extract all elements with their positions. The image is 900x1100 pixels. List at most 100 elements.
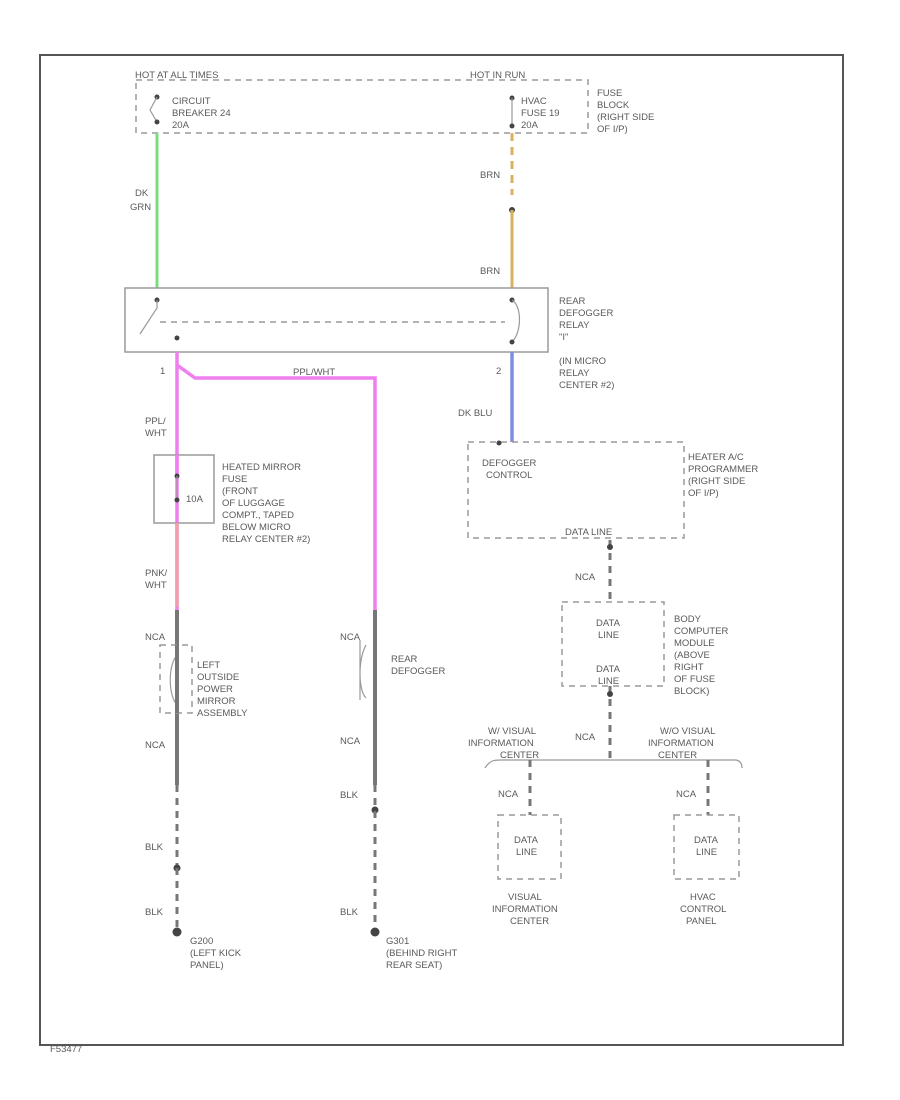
- mirror-label-3: POWER: [197, 684, 233, 695]
- ppl-wht-label-h: PPL/WHT: [293, 367, 335, 378]
- programmer-data-line: DATA LINE: [565, 527, 612, 538]
- bcm-label-2: COMPUTER: [674, 626, 729, 637]
- relay-switch-contact: [174, 335, 180, 341]
- relay-pin-1: 1: [160, 366, 165, 377]
- breaker-symbol: [149, 96, 158, 123]
- bcm-label-3: MODULE: [674, 638, 715, 649]
- rear-defogger-grid: [359, 640, 367, 700]
- relay-label-3: RELAY: [559, 320, 590, 331]
- brn-label-2: BRN: [480, 266, 500, 277]
- ppl-wht-wire: [175, 352, 377, 610]
- mirror-label-4: MIRROR: [197, 696, 236, 707]
- hvac-fuse-label-1: HVAC: [521, 96, 547, 107]
- data-line-dot-2: [607, 691, 613, 697]
- hvac-label-1: HVAC: [690, 892, 716, 903]
- right-blk-label-2: BLK: [340, 907, 359, 918]
- mirror-fuse-terminal-bottom: [174, 497, 180, 503]
- bcm-label-5: RIGHT: [674, 662, 704, 673]
- mirror-label-1: LEFT: [197, 660, 220, 671]
- vic-nca: NCA: [498, 789, 519, 800]
- g301-label-3: REAR SEAT): [386, 960, 442, 971]
- g301-label-2: (BEHIND RIGHT: [386, 948, 457, 959]
- bcm-label-1: BODY: [674, 614, 702, 625]
- dk-grn-label-2: GRN: [130, 202, 151, 213]
- defogger-nca-1: NCA: [340, 632, 361, 643]
- mirror-fuse-label-6: BELOW MICRO: [222, 522, 291, 533]
- mirror-fuse-label-5: COMPT., TAPED: [222, 510, 294, 521]
- right-blk-connector: [371, 806, 379, 814]
- mirror-fuse-amp: 10A: [186, 494, 204, 505]
- with-vic-label-3: CENTER: [500, 750, 539, 761]
- hvac-fuse-label-3: 20A: [521, 120, 539, 131]
- bcm-data-line-2b: LINE: [598, 676, 619, 687]
- hot-in-run-label: HOT IN RUN: [470, 70, 525, 81]
- rear-defogger-label-2: DEFOGGER: [391, 666, 446, 677]
- ppl-wht-label-v1: PPL/: [145, 416, 166, 427]
- vic-label-2: INFORMATION: [492, 904, 558, 915]
- vic-label-1: VISUAL: [508, 892, 542, 903]
- data-line-nca-1: NCA: [575, 572, 596, 583]
- pnk-wht-label-1: PNK/: [145, 568, 168, 579]
- hot-at-all-times-label: HOT AT ALL TIMES: [135, 70, 218, 81]
- bcm-label-7: BLOCK): [674, 686, 709, 697]
- hvac-fuse-label-2: FUSE 19: [521, 108, 560, 119]
- g200-ground: [172, 927, 182, 937]
- vic-data-line-1: DATA: [514, 835, 539, 846]
- mirror-label-5: ASSEMBLY: [197, 708, 248, 719]
- hvac-control-panel-box: [673, 814, 740, 880]
- defogger-nca-2: NCA: [340, 736, 361, 747]
- pnk-wht-label-2: WHT: [145, 580, 167, 591]
- relay-pin-2: 2: [496, 366, 501, 377]
- dk-blu-label: DK BLU: [458, 408, 492, 419]
- bcm-data-line-2a: DATA: [596, 664, 621, 675]
- hvac-nca: NCA: [676, 789, 697, 800]
- g301-ground: [370, 927, 380, 937]
- heater-ac-programmer-box: [467, 441, 685, 539]
- bcm-label-4: (ABOVE: [674, 650, 710, 661]
- fuse-block-label-3: (RIGHT SIDE: [597, 112, 654, 123]
- relay-label-5: (IN MICRO: [559, 356, 606, 367]
- bcm-label-6: OF FUSE: [674, 674, 715, 685]
- g200-label-1: G200: [190, 936, 213, 947]
- brn-label-1: BRN: [480, 170, 500, 181]
- left-blk-label-2: BLK: [145, 907, 164, 918]
- mirror-fuse-label-3: (FRONT: [222, 486, 258, 497]
- ppl-wht-label-v2: WHT: [145, 428, 167, 439]
- hvac-fuse-terminal-bottom: [509, 123, 515, 129]
- relay-switch-blade: [139, 300, 158, 335]
- diagram-frame: [39, 54, 844, 1046]
- mirror-nca-1: NCA: [145, 632, 166, 643]
- dk-grn-label-1: DK: [135, 188, 149, 199]
- mirror-fuse-label-4: OF LUGGAGE: [222, 498, 285, 509]
- relay-label-2: DEFOGGER: [559, 308, 614, 319]
- fuse-block-label-1: FUSE: [597, 88, 622, 99]
- right-blk-label-1: BLK: [340, 790, 359, 801]
- body-computer-module-box: [561, 601, 665, 687]
- option-split-line: [484, 759, 743, 769]
- programmer-label-3: (RIGHT SIDE: [688, 476, 745, 487]
- without-vic-label-3: CENTER: [658, 750, 697, 761]
- fuse-block-label-4: OF I/P): [597, 124, 628, 135]
- rear-defogger-relay-box: [124, 287, 549, 353]
- with-vic-label-1: W/ VISUAL: [488, 726, 536, 737]
- data-line-nca-2: NCA: [575, 732, 596, 743]
- hvac-data-line-2: LINE: [696, 847, 717, 858]
- fuse-block-box: [135, 79, 589, 134]
- g200-label-2: (LEFT KICK: [190, 948, 242, 959]
- with-vic-label-2: INFORMATION: [468, 738, 534, 749]
- g301-label-1: G301: [386, 936, 409, 947]
- relay-label-1: REAR: [559, 296, 586, 307]
- hvac-data-line-1: DATA: [694, 835, 719, 846]
- hvac-label-3: PANEL: [686, 916, 716, 927]
- visual-information-center-box: [497, 814, 562, 880]
- breaker-terminal-bottom: [154, 119, 160, 125]
- bcm-data-line-1b: LINE: [598, 630, 619, 641]
- g200-label-3: PANEL): [190, 960, 224, 971]
- hvac-label-2: CONTROL: [680, 904, 726, 915]
- rear-defogger-label-1: REAR: [391, 654, 418, 665]
- relay-coil-bottom: [509, 339, 515, 345]
- left-blk-label-1: BLK: [145, 842, 164, 853]
- relay-label-6: RELAY: [559, 368, 590, 379]
- programmer-label-4: OF I/P): [688, 488, 719, 499]
